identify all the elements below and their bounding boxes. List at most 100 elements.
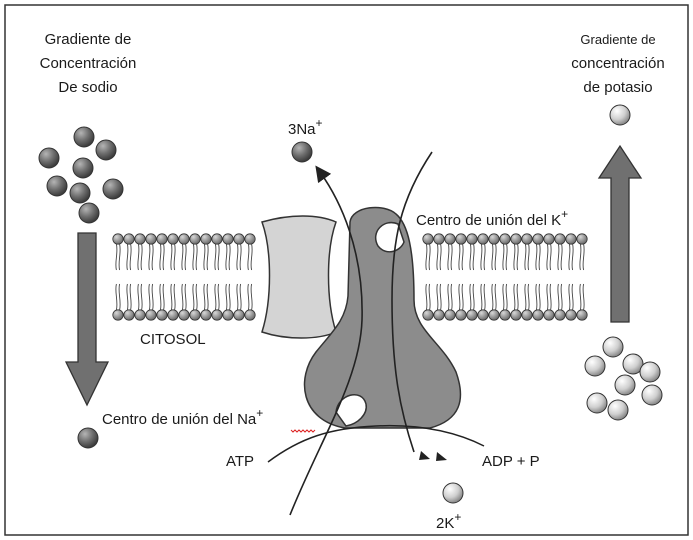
phospholipid-tail	[126, 243, 129, 271]
phospholipid-tail	[527, 283, 530, 311]
phospholipid-tail	[535, 243, 538, 271]
cytosol-label: CITOSOL	[140, 331, 206, 348]
phospholipid-tail	[491, 243, 494, 271]
phospholipid-head	[134, 309, 146, 321]
potassium-ion	[602, 336, 624, 358]
phospholipid-head	[233, 233, 245, 245]
phospholipid-tail	[450, 283, 453, 311]
phospholipid-tail	[140, 243, 143, 271]
phospholipid-tail	[148, 243, 151, 271]
phospholipid-head	[123, 233, 135, 245]
sodium-binding-site-label: Centro de unión del Na+	[102, 406, 263, 428]
phospholipid-tail	[469, 243, 472, 271]
sodium-gradient-title-line2: Concentración	[40, 55, 137, 72]
phospholipid-tail	[173, 243, 176, 271]
phospholipid-tail	[115, 283, 118, 311]
phospholipid-tail	[214, 243, 217, 271]
phospholipid-head	[167, 309, 179, 321]
phospholipid-tail	[250, 283, 253, 311]
phospholipid-tail	[173, 283, 176, 311]
phospholipid-head	[576, 233, 588, 245]
phospholipid-head	[134, 233, 146, 245]
potassium-ion-outside	[609, 104, 631, 126]
phospholipid-tail	[458, 283, 461, 311]
sodium-ion	[46, 175, 68, 197]
phospholipid-tail	[494, 243, 497, 271]
phospholipid-head	[178, 309, 190, 321]
phospholipid-head	[167, 233, 179, 245]
phospholipid-tail	[118, 283, 121, 311]
phospholipid-tail	[513, 243, 516, 271]
phospholipid-tail	[450, 243, 453, 271]
lipid-bilayer	[112, 233, 588, 321]
phospholipid-head	[244, 233, 256, 245]
sodium-ion-cytosol	[77, 427, 99, 449]
phospholipid-tail	[228, 243, 231, 271]
potassium-arrowhead-2	[436, 452, 447, 461]
phospholipid-head	[200, 233, 212, 245]
phospholipid-tail	[239, 283, 242, 311]
phospholipid-tail	[181, 283, 184, 311]
sodium-ion-label: 3Na+	[288, 116, 323, 138]
adp-label: ADP + P	[482, 453, 540, 470]
phospholipid-tail	[129, 283, 132, 311]
phospholipid-tail	[447, 283, 450, 311]
phospholipid-head	[444, 233, 456, 245]
phospholipid-tail	[549, 243, 552, 271]
phospholipid-head	[521, 233, 533, 245]
membrane-channel-protein	[261, 215, 337, 339]
phospholipid-tail	[192, 243, 195, 271]
phospholipid-tail	[428, 283, 431, 311]
phospholipid-tail	[557, 243, 560, 271]
phospholipid-head	[565, 233, 577, 245]
phospholipid-tail	[524, 243, 527, 271]
atp-hydrolysis-line	[267, 424, 485, 463]
phospholipid-tail	[461, 283, 464, 311]
phospholipid-tail	[469, 283, 472, 311]
phospholipid-tail	[513, 283, 516, 311]
phospholipid-head	[521, 309, 533, 321]
phospholipid-tail	[568, 283, 571, 311]
phospholipid-head	[455, 233, 467, 245]
phospholipid-tail	[195, 283, 198, 311]
phospholipid-tail	[217, 243, 220, 271]
phospholipid-tail	[505, 283, 508, 311]
potassium-ion	[586, 392, 608, 414]
phospholipid-head	[222, 233, 234, 245]
potassium-ion	[614, 374, 636, 396]
phospholipid-tail	[568, 243, 571, 271]
phospholipid-tail	[461, 243, 464, 271]
sodium-ion	[102, 178, 124, 200]
phospholipid-tail	[439, 283, 442, 311]
phospholipid-tail	[195, 243, 198, 271]
phospholipid-tail	[582, 243, 585, 271]
sodium-ion	[95, 139, 117, 161]
phospholipid-head	[510, 309, 522, 321]
phospholipid-tail	[546, 283, 549, 311]
phospholipid-tail	[206, 283, 209, 311]
potassium-ion	[622, 353, 644, 375]
phospholipid-head	[554, 309, 566, 321]
phospholipid-tail	[425, 283, 428, 311]
phospholipid-head	[532, 309, 544, 321]
phospholipid-tail	[480, 243, 483, 271]
phospholipid-tail	[118, 243, 121, 271]
phospholipid-tail	[203, 243, 206, 271]
phospholipid-head	[145, 233, 157, 245]
phospholipid-head	[145, 309, 157, 321]
potassium-ion	[641, 384, 663, 406]
phospholipid-tail	[140, 283, 143, 311]
phospholipid-tail	[170, 243, 173, 271]
sodium-ion-exported	[291, 141, 313, 163]
phospholipid-tail	[557, 283, 560, 311]
phospholipid-tail	[516, 243, 519, 271]
phospholipid-head	[211, 309, 223, 321]
phospholipid-head	[123, 309, 135, 321]
phospholipid-head	[189, 233, 201, 245]
phospholipid-head	[112, 309, 124, 321]
phospholipid-tail	[236, 283, 239, 311]
sodium-ion	[38, 147, 60, 169]
phospholipid-head	[466, 309, 478, 321]
phospholipid-tail	[538, 243, 541, 271]
